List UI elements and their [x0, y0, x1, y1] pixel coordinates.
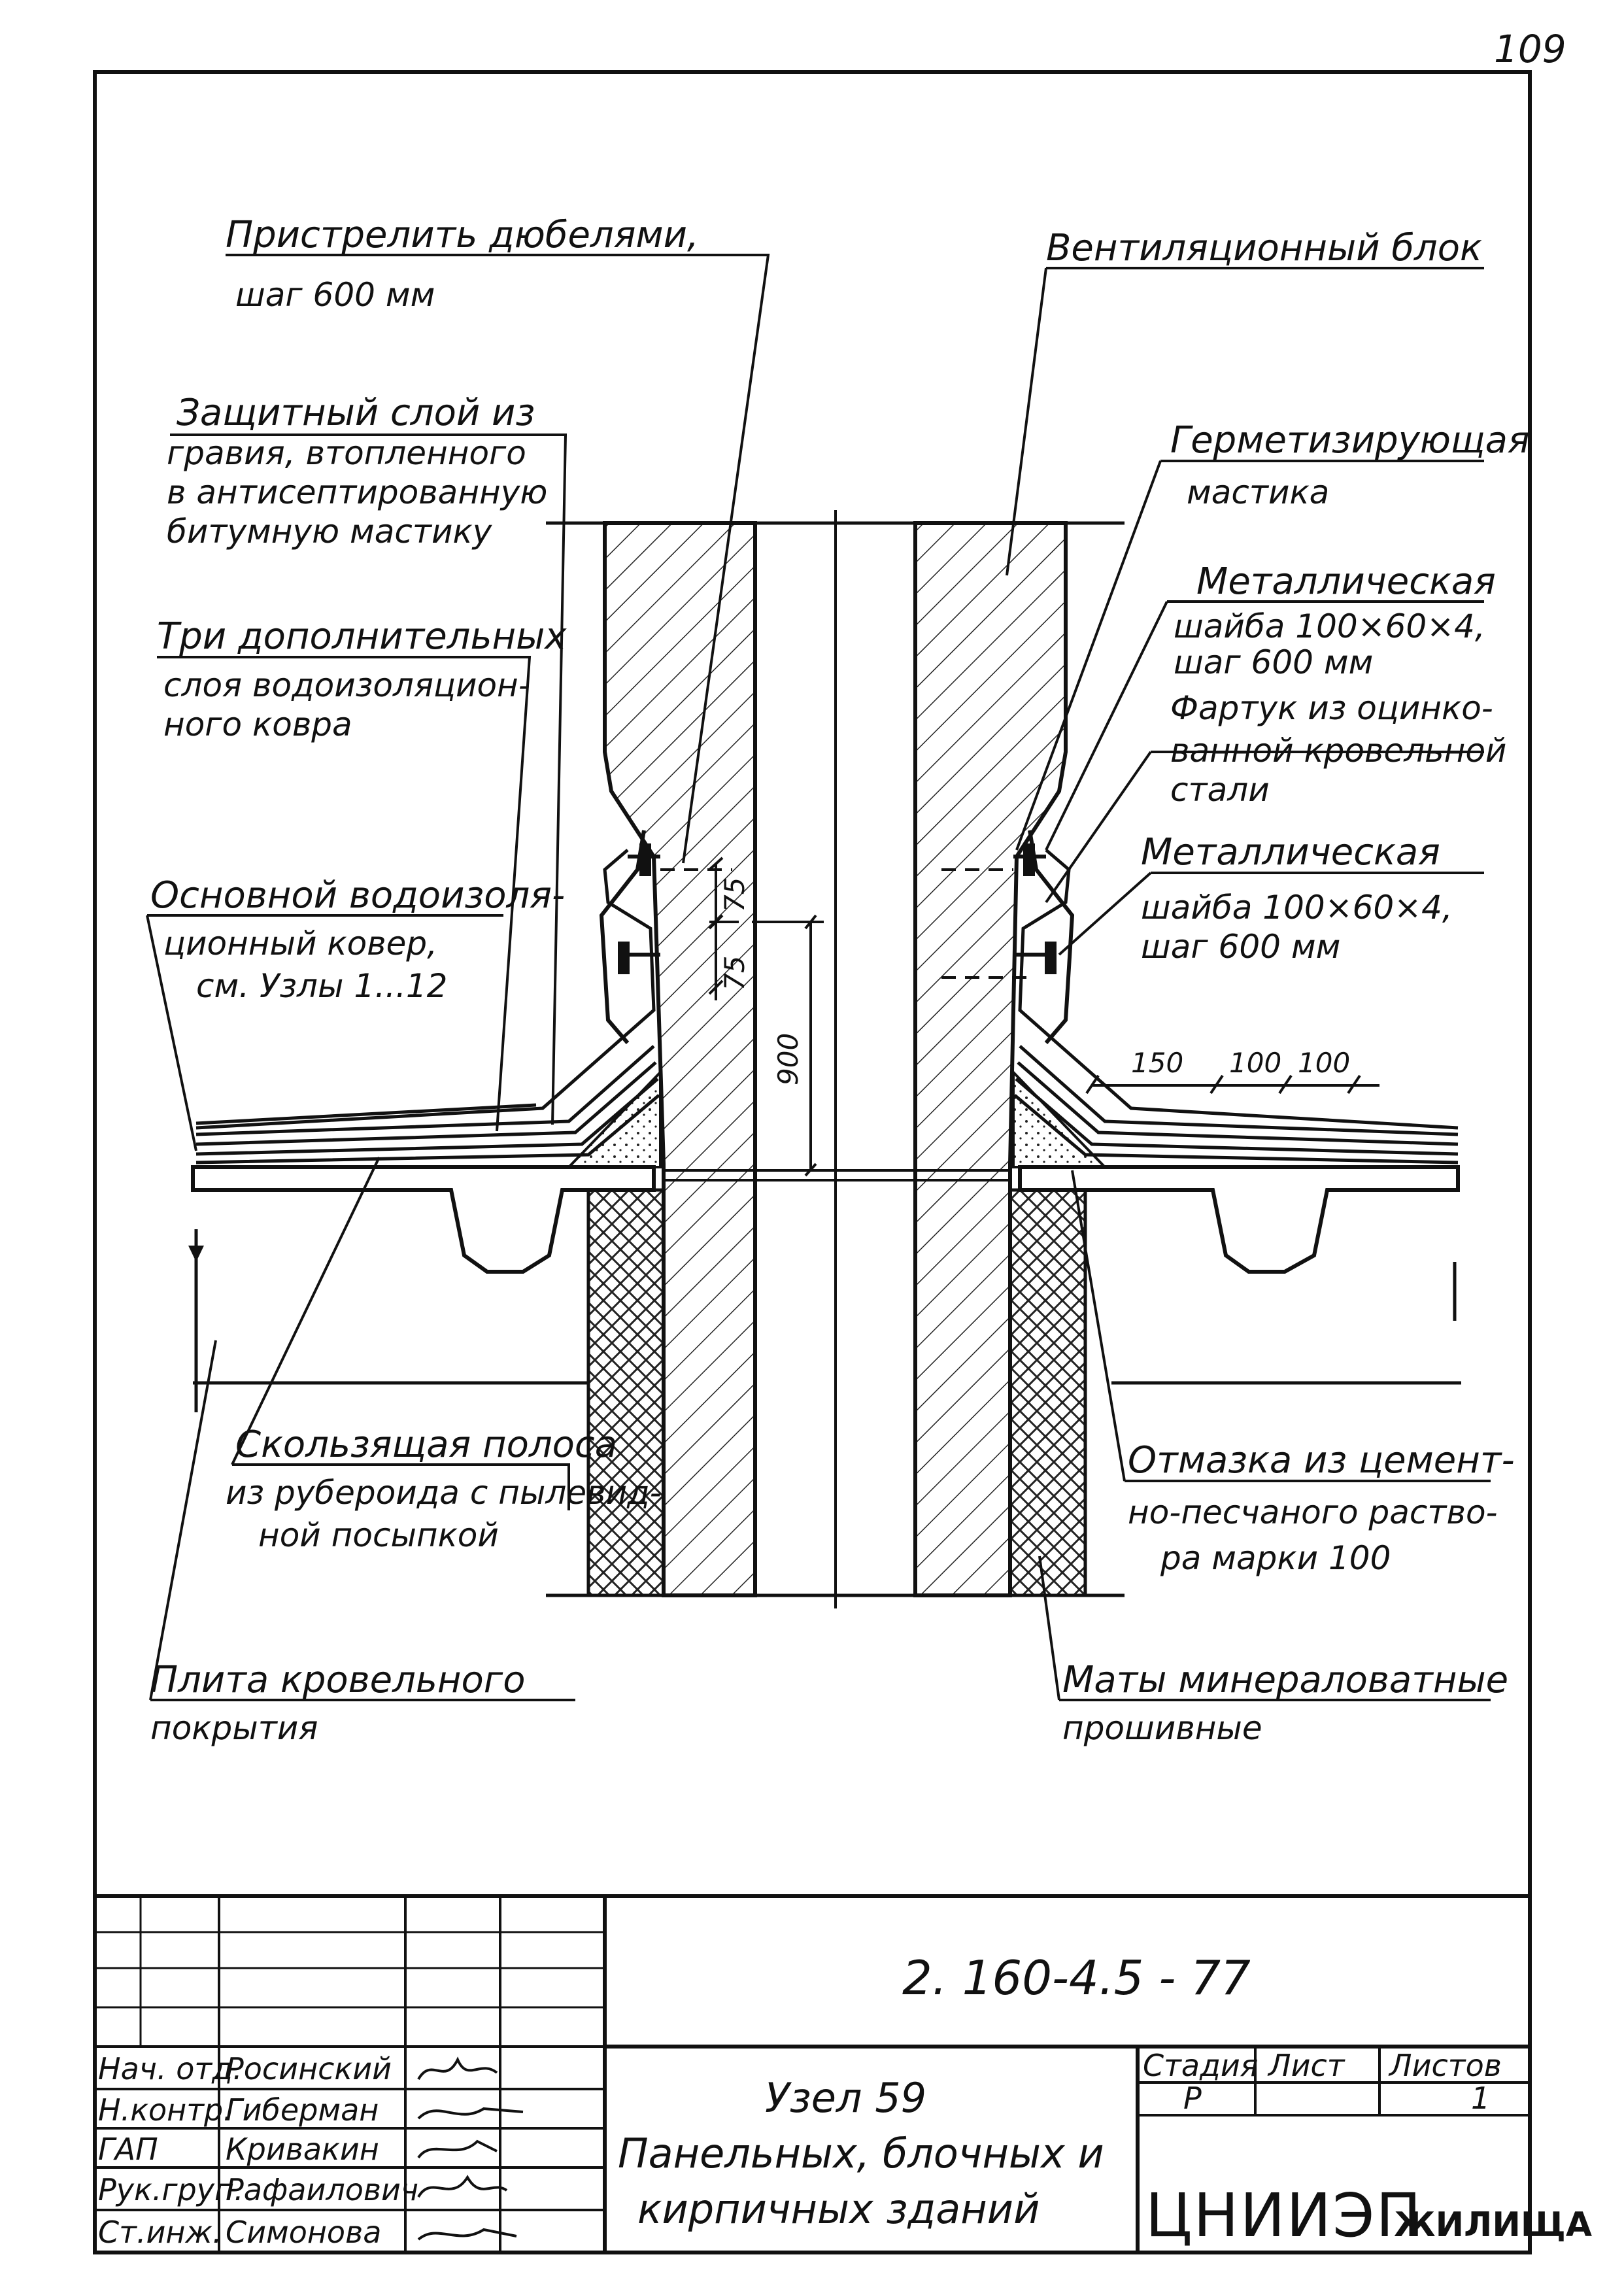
label-main-carpet-line1: Основной водоизоля- — [150, 874, 565, 917]
washer-top-left — [639, 843, 651, 876]
sheets-header: Листов — [1388, 2048, 1502, 2083]
dimension-100-label-b: 100 — [1298, 1047, 1350, 1079]
washer-bottom-left — [618, 942, 630, 974]
mineral-wool-mat-left — [586, 1188, 666, 1597]
leader-lines — [146, 254, 1491, 1701]
dimension-150-label: 150 — [1131, 1047, 1183, 1079]
label-mortar-line3: ра марки 100 — [1160, 1539, 1391, 1577]
title-line2: Панельных, блочных и — [618, 2130, 1104, 2177]
label-vent-block: Вентиляционный блок — [1046, 227, 1482, 269]
mineral-wool-mat-right — [1008, 1188, 1087, 1597]
label-washer-bottom-line1: Металлическая — [1141, 831, 1440, 874]
dimension-900-label: 900 — [772, 1033, 804, 1085]
handwritten-signatures — [417, 2056, 524, 2241]
label-mats-line1: Маты минераловатные — [1062, 1659, 1508, 1701]
section-drawing: 900 75 75 150 100 100 — [188, 510, 1461, 1608]
label-washer-bottom-line2: шайба 100×60×4, — [1141, 889, 1453, 926]
label-dowels-line1: Пристрелить дюбелями, — [226, 214, 699, 256]
sheet-frame — [93, 70, 1532, 2254]
washer-bottom-right — [1045, 942, 1057, 974]
label-gravel-line1: Защитный слой из — [177, 392, 535, 434]
label-apron-line1: Фартук из оцинко- — [1170, 689, 1493, 727]
title-block — [95, 1894, 1530, 2252]
stage-header: Стадия — [1143, 2048, 1258, 2083]
label-mortar-line1: Отмазка из цемент- — [1128, 1439, 1515, 1482]
signature-role: ГАП — [98, 2132, 158, 2167]
title-line3: кирпичных зданий — [637, 2185, 1040, 2233]
label-slab-line2: покрытия — [150, 1709, 318, 1747]
signature-role: Нач. отд. — [98, 2051, 243, 2086]
label-main-carpet-line2: ционный ковер, — [163, 925, 437, 962]
sheet-header: Лист — [1267, 2048, 1345, 2083]
label-gravel-line2: гравия, втопленного — [167, 434, 526, 472]
signature-role: Рук.груп. — [98, 2172, 244, 2207]
label-mats-line2: прошивные — [1062, 1709, 1262, 1747]
label-washer-top-line2: шайба 100×60×4, — [1174, 607, 1485, 645]
signature-table: Нач. отд. Росинский Н.контр. Гиберман ГА… — [98, 2051, 418, 2250]
signature-name: Симонова — [226, 2215, 381, 2250]
label-extra-layers-line2: слоя водоизоляцион- — [163, 666, 530, 704]
label-apron-line2: ванной кровельной — [1170, 732, 1506, 770]
label-main-carpet-line3: см. Узлы 1...12 — [196, 967, 448, 1005]
document-code: 2. 160-4.5 - 77 — [902, 1950, 1251, 2005]
label-sliding-line2: из рубероида с пылевид- — [226, 1474, 662, 1512]
label-sliding-line3: ной посыпкой — [258, 1516, 499, 1554]
label-gravel-line3: в антисептированную — [167, 473, 547, 511]
label-sealant-line2: мастика — [1187, 473, 1329, 511]
washer-top-right — [1023, 843, 1035, 876]
signature-name: Кривакин — [226, 2132, 379, 2167]
label-apron-line3: стали — [1170, 771, 1270, 809]
dimension-100-label-a: 100 — [1229, 1047, 1281, 1079]
dimension-75-label-bottom: 75 — [719, 956, 751, 991]
signature-role: Н.контр. — [98, 2092, 233, 2128]
label-washer-top-line1: Металлическая — [1196, 560, 1496, 603]
sheets-value: 1 — [1471, 2081, 1490, 2116]
dimension-75-75 — [708, 857, 739, 1000]
label-gravel-line4: битумную мастику — [167, 513, 493, 551]
label-washer-top-line3: шаг 600 мм — [1174, 643, 1373, 681]
roof-slab-left — [188, 1165, 656, 1412]
label-sealant-line1: Герметизирующая — [1170, 419, 1530, 462]
signature-name: Росинский — [226, 2051, 392, 2086]
roof-slab-right — [1018, 1165, 1461, 1385]
dimension-75-label-top: 75 — [719, 877, 751, 912]
label-extra-layers-line3: ного ковра — [163, 706, 352, 743]
label-slab-line1: Плита кровельного — [150, 1659, 525, 1701]
roofing-carpet-left — [195, 849, 660, 1164]
label-washer-bottom-line3: шаг 600 мм — [1141, 928, 1340, 966]
dimension-150-100-100 — [1085, 1074, 1379, 1095]
title-line1: Узел 59 — [765, 2074, 926, 2122]
label-sliding-line1: Скользящая полоса — [235, 1423, 617, 1466]
label-mortar-line2: но-песчаного раство- — [1128, 1493, 1498, 1531]
signature-name: Рафаилович — [226, 2172, 418, 2207]
dimension-900 — [752, 914, 824, 1177]
stage-value: Р — [1183, 2081, 1202, 2116]
label-extra-layers-line1: Три дополнительных — [157, 615, 567, 658]
roofing-carpet-right — [1013, 849, 1459, 1164]
signature-name: Гиберман — [226, 2092, 379, 2128]
organization-subtitle: ЖИЛИЩА — [1394, 2205, 1592, 2245]
label-dowels-line2: шаг 600 мм — [235, 276, 435, 314]
page-number: 109 — [1494, 27, 1566, 71]
organization-logo: ЦНИИЭП — [1145, 2181, 1423, 2251]
signature-role: Ст.инж. — [98, 2215, 222, 2250]
